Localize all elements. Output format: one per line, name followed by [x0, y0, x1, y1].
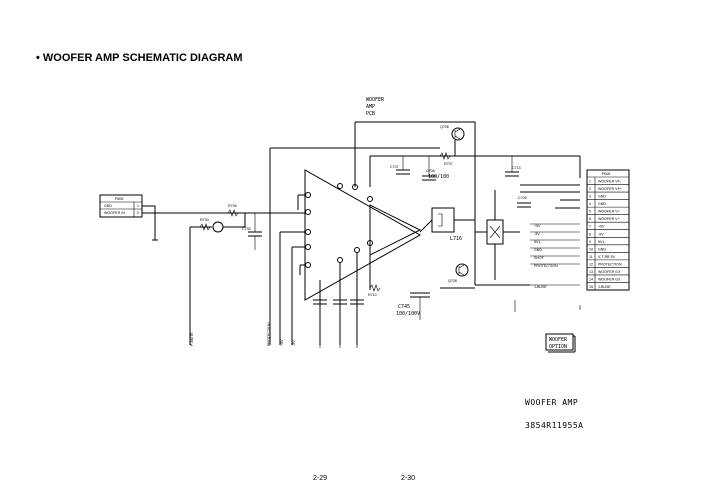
left-connector-row2-name: WOOFER IN: [104, 211, 125, 215]
q706-label: Q706: [440, 125, 449, 129]
left-connector-row1-pin: 1: [137, 204, 139, 208]
right-connector-signal: WOOFER VF+: [598, 187, 622, 191]
right-connector-signal: 5V-L: [598, 240, 605, 244]
footer-part-number: 3854R11955A: [525, 421, 583, 430]
left-connector-row2-pin: 2: [137, 211, 139, 215]
capacitor-c713: C713: [505, 156, 521, 177]
c707-label: C707: [390, 165, 399, 169]
relay-coil: [475, 190, 520, 280]
right-connector-header: P605: [602, 172, 610, 176]
net-labels: +5V -5V 5V-L GND SHOT PROTECTION J-BUSE: [530, 223, 580, 289]
capacitor-c707: C707: [390, 156, 410, 175]
option-box: WOOFER OPTION: [545, 333, 576, 353]
right-connector-pin: 8: [589, 232, 591, 236]
resistor-r706: R706: [227, 204, 239, 217]
l716-label: L716: [450, 236, 462, 242]
capacitor-c708: C708: [422, 156, 436, 181]
right-connector-signal: WOOFER VF-: [598, 180, 622, 184]
r707-label: R707: [444, 162, 453, 166]
net-label-shot: SHOT: [534, 256, 545, 260]
net-label-5vl: 5V-L: [534, 240, 541, 244]
right-connector-signal: WOOFER GX: [598, 277, 621, 281]
option-box-line1: WOOFER: [549, 337, 568, 343]
page-title: • WOOFER AMP SCHEMATIC DIAGRAM: [36, 52, 243, 64]
net-label-protection: PROTECTION: [534, 264, 558, 268]
capacitor-c745: C745 100/100V: [396, 292, 430, 320]
right-connector-pin: 9: [589, 240, 591, 244]
right-connector-pin: 15: [589, 285, 593, 289]
board-label: WOOFER AMP PCB: [366, 97, 385, 117]
right-connector-signal: -5V: [598, 232, 604, 236]
left-connector: P605 GND 1 WOOFER IN 2: [99, 194, 143, 218]
q708-label: Q708: [448, 279, 457, 283]
right-connector-pin: 7: [589, 225, 591, 229]
right-connector-signal: PROTECTION: [598, 262, 622, 266]
r730-label: R730: [200, 218, 209, 222]
right-connector-signal: WOOFER V+: [598, 217, 620, 221]
net-label-gnd: GND: [534, 248, 542, 252]
board-label-line2: AMP: [366, 104, 375, 110]
transistor-q706: Q706: [440, 125, 465, 141]
input-stage: R730: [189, 213, 246, 345]
capacitor-c709: C709: [517, 196, 531, 208]
ground-symbols: [319, 300, 581, 348]
net-label-minus5v: -5V: [534, 232, 540, 236]
right-connector-pin: 2: [589, 187, 591, 191]
right-connector-pin: 6: [589, 217, 591, 221]
capacitor-c730: C730: [242, 213, 262, 250]
vlabel-protection: PROTECTION: [267, 322, 271, 346]
page-number-right: 2-30: [401, 475, 416, 482]
c745-label: C745: [398, 304, 410, 310]
right-connector-signal: WOOFER V+: [598, 210, 620, 214]
page-number-left: 2-29: [313, 475, 328, 482]
option-box-line2: OPTION: [549, 344, 567, 350]
right-connector-signal: GND: [598, 247, 606, 251]
c732-value: 100/100: [428, 174, 449, 180]
c745-value: 100/100V: [396, 311, 420, 317]
right-connector-pin: 5: [589, 210, 591, 214]
r706-label: R706: [228, 204, 237, 208]
board-label-line3: PCB: [366, 111, 375, 117]
amplifier-ic: [304, 169, 422, 301]
board-label-line1: WOOFER: [366, 97, 385, 103]
resistor-r707: R707: [439, 152, 453, 166]
output-filter: L716: [419, 207, 475, 242]
right-connector-signal: GND: [598, 195, 606, 199]
right-connector-signal: WOOFER GX: [598, 270, 621, 274]
vertical-labels: P-MUTE PROTECTION +5V -5V: [190, 322, 296, 346]
right-connector-pin: 13: [589, 270, 593, 274]
bottom-caps: [313, 299, 364, 305]
transistor-q708: Q708: [448, 263, 469, 283]
right-connector-pin: 4: [589, 202, 591, 206]
right-connector-pin: 10: [589, 247, 593, 251]
c708-label: C708: [426, 169, 435, 173]
c730-label: C730: [242, 227, 251, 231]
right-connector-signal: V-T-RB 5V: [598, 255, 616, 259]
left-connector-header: P605: [115, 197, 123, 201]
right-connector-pin: 3: [589, 195, 591, 199]
vlabel-5v: +5V: [280, 339, 284, 346]
left-connector-row1-name: GND: [104, 204, 112, 208]
vlabel-minus5v: -5V: [292, 340, 296, 346]
footer-title: WOOFER AMP: [525, 398, 578, 407]
right-connector-pin: 11: [589, 255, 593, 259]
c713-label: C713: [512, 166, 521, 170]
vlabel-pmute: P-MUTE: [190, 332, 194, 346]
right-connector-signal: GND: [598, 202, 606, 206]
resistor-r710: R710: [368, 284, 381, 297]
net-label-5v: +5V: [534, 224, 541, 228]
right-connector-signal: +5V: [598, 225, 605, 229]
r710-label: R710: [368, 293, 377, 297]
right-connector-pin: 12: [589, 262, 593, 266]
net-label-jbuse: J-BUSE: [534, 285, 547, 289]
c709-label: C709: [518, 196, 527, 200]
right-connector-pin: 14: [589, 277, 593, 281]
right-connector-pin: 1: [589, 180, 591, 184]
right-connector-signal: J-BUSE: [598, 285, 611, 289]
